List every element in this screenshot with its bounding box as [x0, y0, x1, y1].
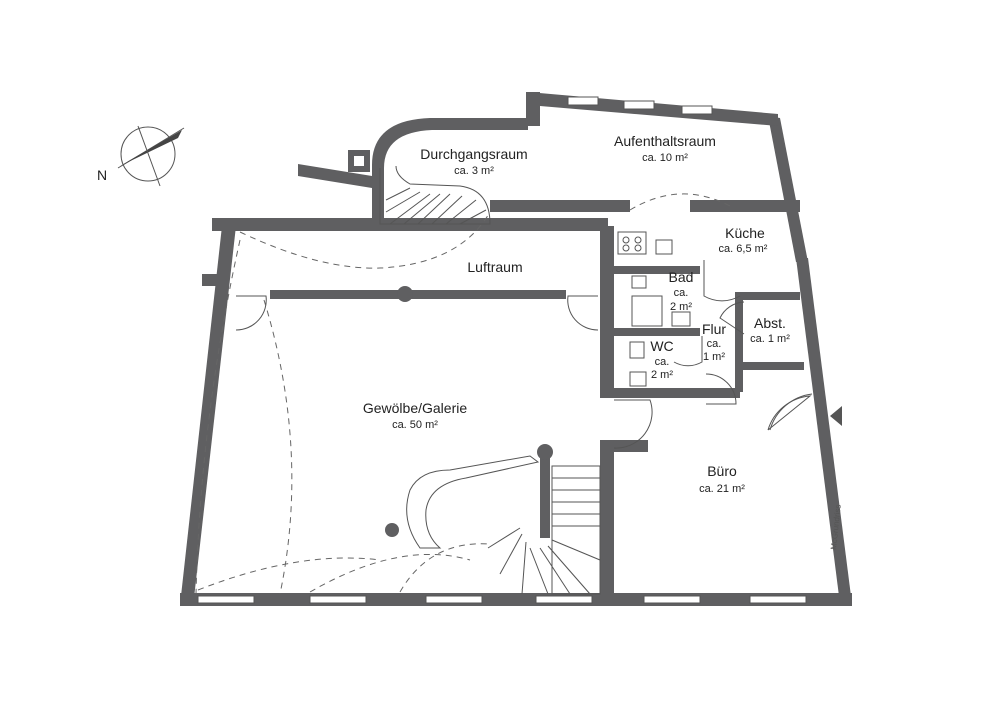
compass: N: [97, 125, 185, 187]
room-durchgangsraum-name: Durchgangsraum: [420, 146, 527, 162]
wall-durchgang-curve: [372, 118, 528, 226]
wall-bad-top: [608, 266, 700, 274]
room-wc-name: WC: [650, 338, 673, 354]
wall-mid-top2: [690, 200, 800, 212]
room-buero-name: Büro: [707, 463, 737, 479]
room-gewoelbe-area: ca. 50 m²: [392, 419, 438, 431]
compass-north-label: N: [97, 167, 107, 183]
bad-toilet: [671, 311, 691, 327]
room-bad-area-line1: ca.: [674, 287, 689, 299]
fixtures: [617, 231, 691, 387]
wc-toilet: [629, 371, 647, 387]
room-wc-area-line2: 2 m²: [651, 369, 673, 381]
room-wc-area-line1: ca.: [655, 356, 670, 368]
wall-abst-top: [740, 292, 800, 300]
wc-basin: [629, 341, 645, 359]
gallery-beam: [270, 290, 566, 299]
wall-service-bottom: [600, 388, 740, 398]
stairs: [379, 165, 601, 595]
room-abst-name: Abst.: [754, 315, 786, 331]
wall-kitchen-left: [600, 226, 614, 272]
room-durchgangsraum-area: ca. 3 m²: [454, 165, 494, 177]
room-gewoelbe-name: Gewölbe/Galerie: [363, 400, 467, 416]
shower: [631, 295, 663, 327]
door-swings: [195, 193, 842, 595]
wall-buero-top-stub: [600, 440, 648, 452]
room-aufenthaltsraum-name: Aufenthaltsraum: [614, 133, 716, 149]
wall-mid-top: [490, 200, 630, 212]
room-flur-area-line1: ca.: [707, 338, 722, 350]
wall-chimney: [298, 164, 372, 188]
room-bad-area-line2: 2 m²: [670, 301, 692, 313]
windows: [197, 96, 807, 604]
room-labels: Durchgangsraum ca. 3 m² Aufenthaltsraum …: [363, 133, 843, 550]
room-aufenthaltsraum-area: ca. 10 m²: [642, 152, 688, 164]
room-flur-name: Flur: [702, 321, 726, 337]
wall-left: [180, 226, 236, 605]
room-kueche-area: ca. 6,5 m²: [719, 243, 768, 255]
wall-aufenthalt-step: [526, 92, 540, 126]
compass-circle: [120, 126, 176, 182]
wall-flur-right: [735, 292, 743, 392]
stove: [617, 231, 647, 255]
stair-wall: [540, 452, 550, 538]
wall-right-lower: [796, 258, 852, 604]
room-abst-area: ca. 1 m²: [750, 333, 790, 345]
room-bad-name: Bad: [669, 269, 694, 285]
room-kueche-name: Küche: [725, 225, 765, 241]
room-luftraum-name: Luftraum: [467, 259, 522, 275]
wall-stub-left: [202, 274, 228, 286]
bad-basin: [631, 275, 647, 289]
room-flur-area-line2: 1 m²: [703, 351, 725, 363]
walls: [180, 92, 852, 606]
room-buero-area: ca. 21 m²: [699, 483, 745, 495]
wall-buero-left: [600, 452, 614, 598]
wall-wc-top: [608, 328, 700, 336]
wall-abst-bottom: [740, 362, 804, 370]
kitchen-sink: [655, 239, 673, 255]
wall-right-upper: [768, 116, 808, 262]
